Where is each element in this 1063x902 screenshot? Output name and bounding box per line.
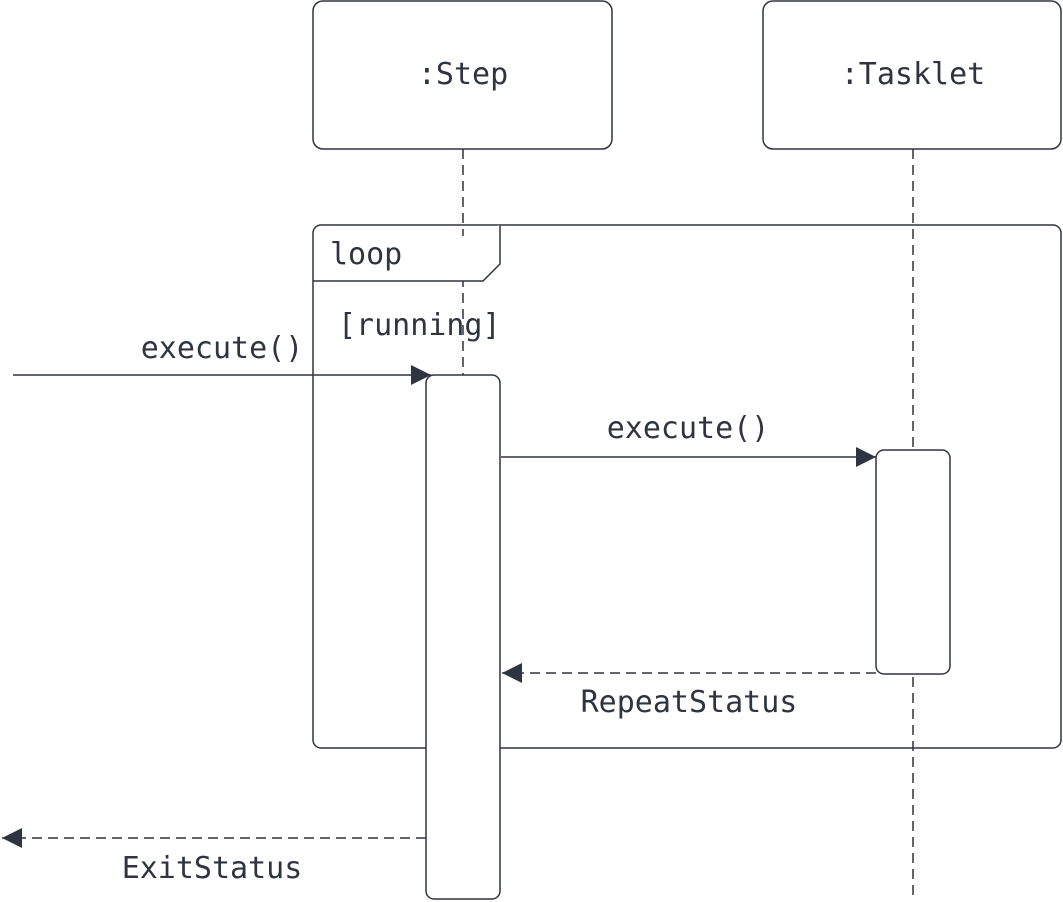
activation-step <box>425 374 501 900</box>
participant-tasklet: :Tasklet <box>762 0 1062 150</box>
message-label: RepeatStatus <box>581 685 798 720</box>
loop-operator-label: loop <box>330 237 402 272</box>
participant-step: :Step <box>312 0 613 150</box>
message-exitstatus-return: ExitStatus <box>2 828 426 886</box>
message-repeatstatus-return: RepeatStatus <box>502 663 876 720</box>
loop-fragment: loop [running] <box>312 224 1062 749</box>
message-execute-to-tasklet: execute() <box>501 411 876 467</box>
activation-tasklet <box>875 449 951 675</box>
message-label: ExitStatus <box>122 851 303 886</box>
loop-guard-label: [running] <box>338 308 501 343</box>
participant-step-label: :Step <box>418 57 508 92</box>
participant-tasklet-label: :Tasklet <box>841 57 986 92</box>
message-label: execute() <box>141 331 304 366</box>
message-label: execute() <box>607 411 770 446</box>
message-execute-to-step: execute() <box>13 331 431 385</box>
